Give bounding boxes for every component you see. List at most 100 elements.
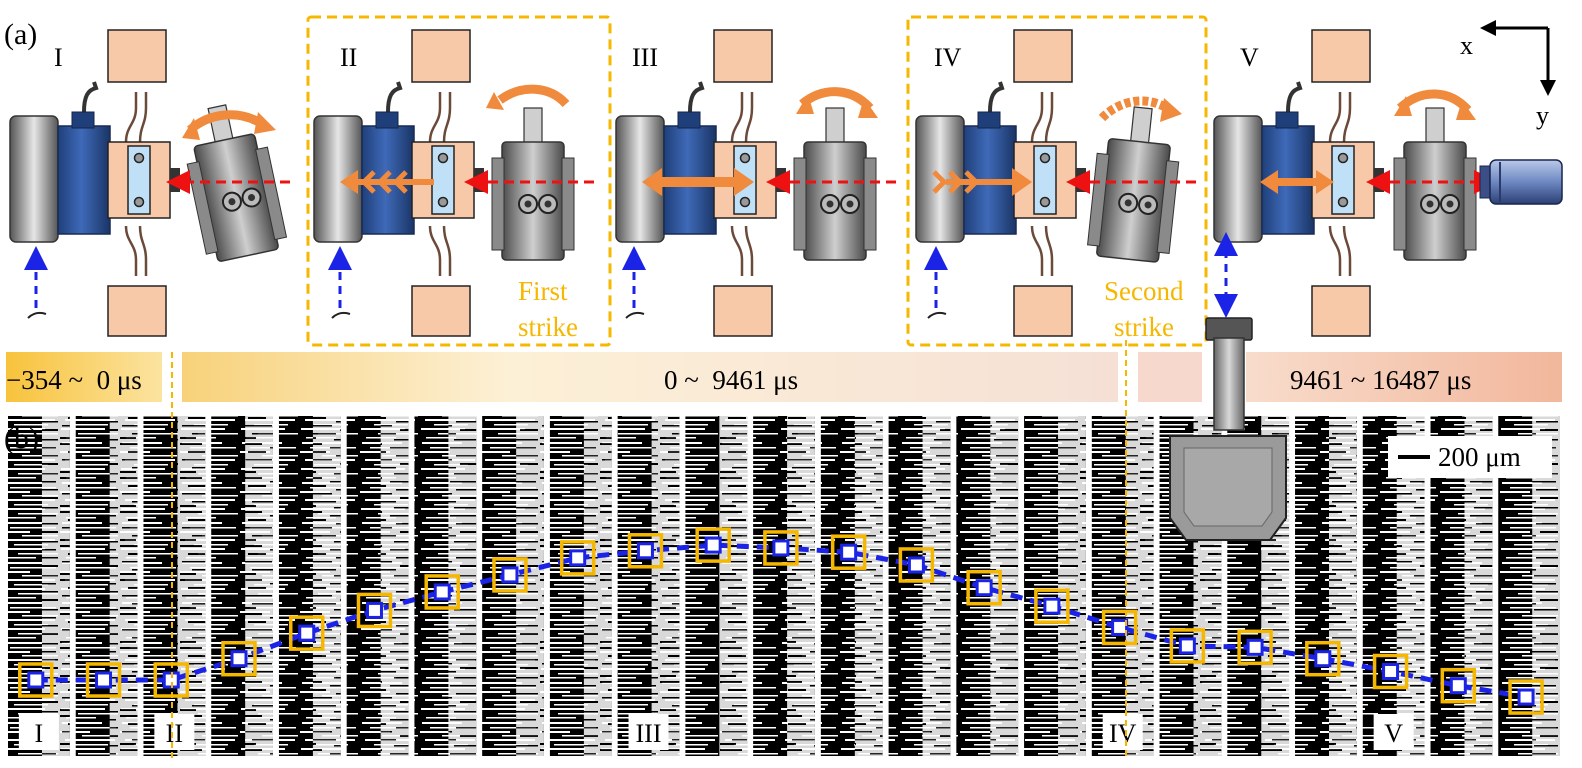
frame-marker-label: I [35,719,44,748]
tracking-box [424,574,460,610]
stage-iii-schematic [614,28,896,338]
panel-a-label: (a) [4,18,37,51]
scale-bar: 200 μm [1388,436,1552,478]
tracking-box [966,569,1002,606]
image-frame-texture [177,416,206,756]
tracking-box [1169,628,1206,664]
tracking-box [627,533,664,569]
stage-iv-label: IV [934,43,962,72]
tracked-point-marker [433,583,451,601]
tracked-point-marker [1517,688,1535,706]
stage-iii-label: III [632,43,658,72]
stage-i-schematic [8,28,290,338]
frame-marker-background [18,714,59,750]
tracked-point-marker [365,601,383,619]
tracked-point-marker [636,542,654,560]
frame-marker-label: II [166,719,183,748]
image-frame-texture [516,416,544,756]
image-frame-texture [380,416,409,756]
frame-marker-background [154,714,195,750]
frame-marker-background [1373,714,1414,750]
image-frame-texture [41,416,70,756]
tracking-box [559,540,596,576]
tracked-point-marker [501,566,519,584]
tracked-point-marker [704,536,722,554]
tracking-box [1440,667,1477,704]
image-frame-texture [1329,416,1357,756]
image-frame-texture [312,416,341,756]
tracking-box [1372,653,1409,690]
tracked-point-marker [1314,650,1332,668]
time-band-pre [6,352,162,402]
image-frame-texture [990,416,1019,756]
frame-marker-label: IV [1109,719,1137,748]
stage-i-label: I [54,43,63,72]
first-strike-line1: First [518,276,568,306]
tracking-box [1237,629,1273,666]
stage-iv-frame [906,15,1208,347]
time-band-gap [1138,352,1202,402]
panel-b-label: (b) [4,422,39,455]
high-speed-camera-icon [1169,317,1287,541]
tracked-point-marker [230,650,248,668]
tracked-point-marker [1043,597,1061,615]
tracked-point-marker [772,539,790,557]
tracking-box [1034,588,1070,624]
tracked-point-marker [840,543,858,561]
image-frame-texture [854,416,883,756]
stage-v-label: V [1240,43,1259,72]
time-band-first-label: 0 ~ 9461 μs [664,365,798,395]
stage-ii-frame [306,15,612,347]
image-frame-texture [651,416,680,756]
second-strike-line1: Second [1104,276,1184,306]
frame-marker-background [628,714,669,750]
tracked-point-marker [1111,618,1129,636]
stage-v-schematic [1212,28,1498,338]
tracked-point-marker [569,549,587,567]
image-frame-strip [8,416,1560,756]
axis-y-label: y [1536,101,1549,130]
time-band-pre-label: −354 ~ 0 μs [6,365,142,395]
image-frame-texture [1058,416,1086,756]
tracking-box [356,592,393,629]
image-frame-texture [787,416,815,756]
second-strike-line2: strike [1114,312,1174,342]
image-frame-texture [1125,416,1154,756]
tracking-box [898,547,935,583]
objective-lens-icon [1479,159,1563,205]
tracked-point-marker [1382,662,1400,680]
time-band-second [1246,352,1562,402]
image-frame-texture [245,416,273,756]
tracking-box [763,530,799,566]
frame-marker-label: III [636,719,662,748]
axes-indicator-icon [1480,20,1556,96]
tracking-box [18,662,54,698]
rotation-arrow [186,110,265,134]
scale-bar-label: 200 μm [1438,442,1521,472]
tracking-box [695,527,731,563]
tracked-point-marker [95,671,113,689]
image-frame-texture [719,416,748,756]
tracking-box [830,534,867,570]
image-frame-texture [109,416,138,756]
tracked-point-marker [1449,677,1467,695]
frame-marker-background [1102,714,1143,750]
time-band-second-label: 9461 ~ 16487 μs [1290,365,1471,395]
stage-iv-schematic [914,28,1196,338]
tracked-point-marker [298,624,316,642]
tracking-box [288,615,325,651]
stage-ii-schematic [312,28,594,338]
tracked-point-marker [907,556,925,574]
tracked-point-marker [1178,637,1196,655]
tracked-point-marker [975,579,993,597]
image-frame-texture [583,416,612,756]
frame-marker-label: V [1384,719,1403,748]
tracking-box [492,557,528,593]
stage-ii-label: II [340,43,357,72]
tracked-point-marker [27,671,45,689]
first-strike-line2: strike [518,312,578,342]
time-band-first [182,352,1118,402]
image-frame-texture [922,416,951,756]
tracking-box [1101,609,1138,646]
